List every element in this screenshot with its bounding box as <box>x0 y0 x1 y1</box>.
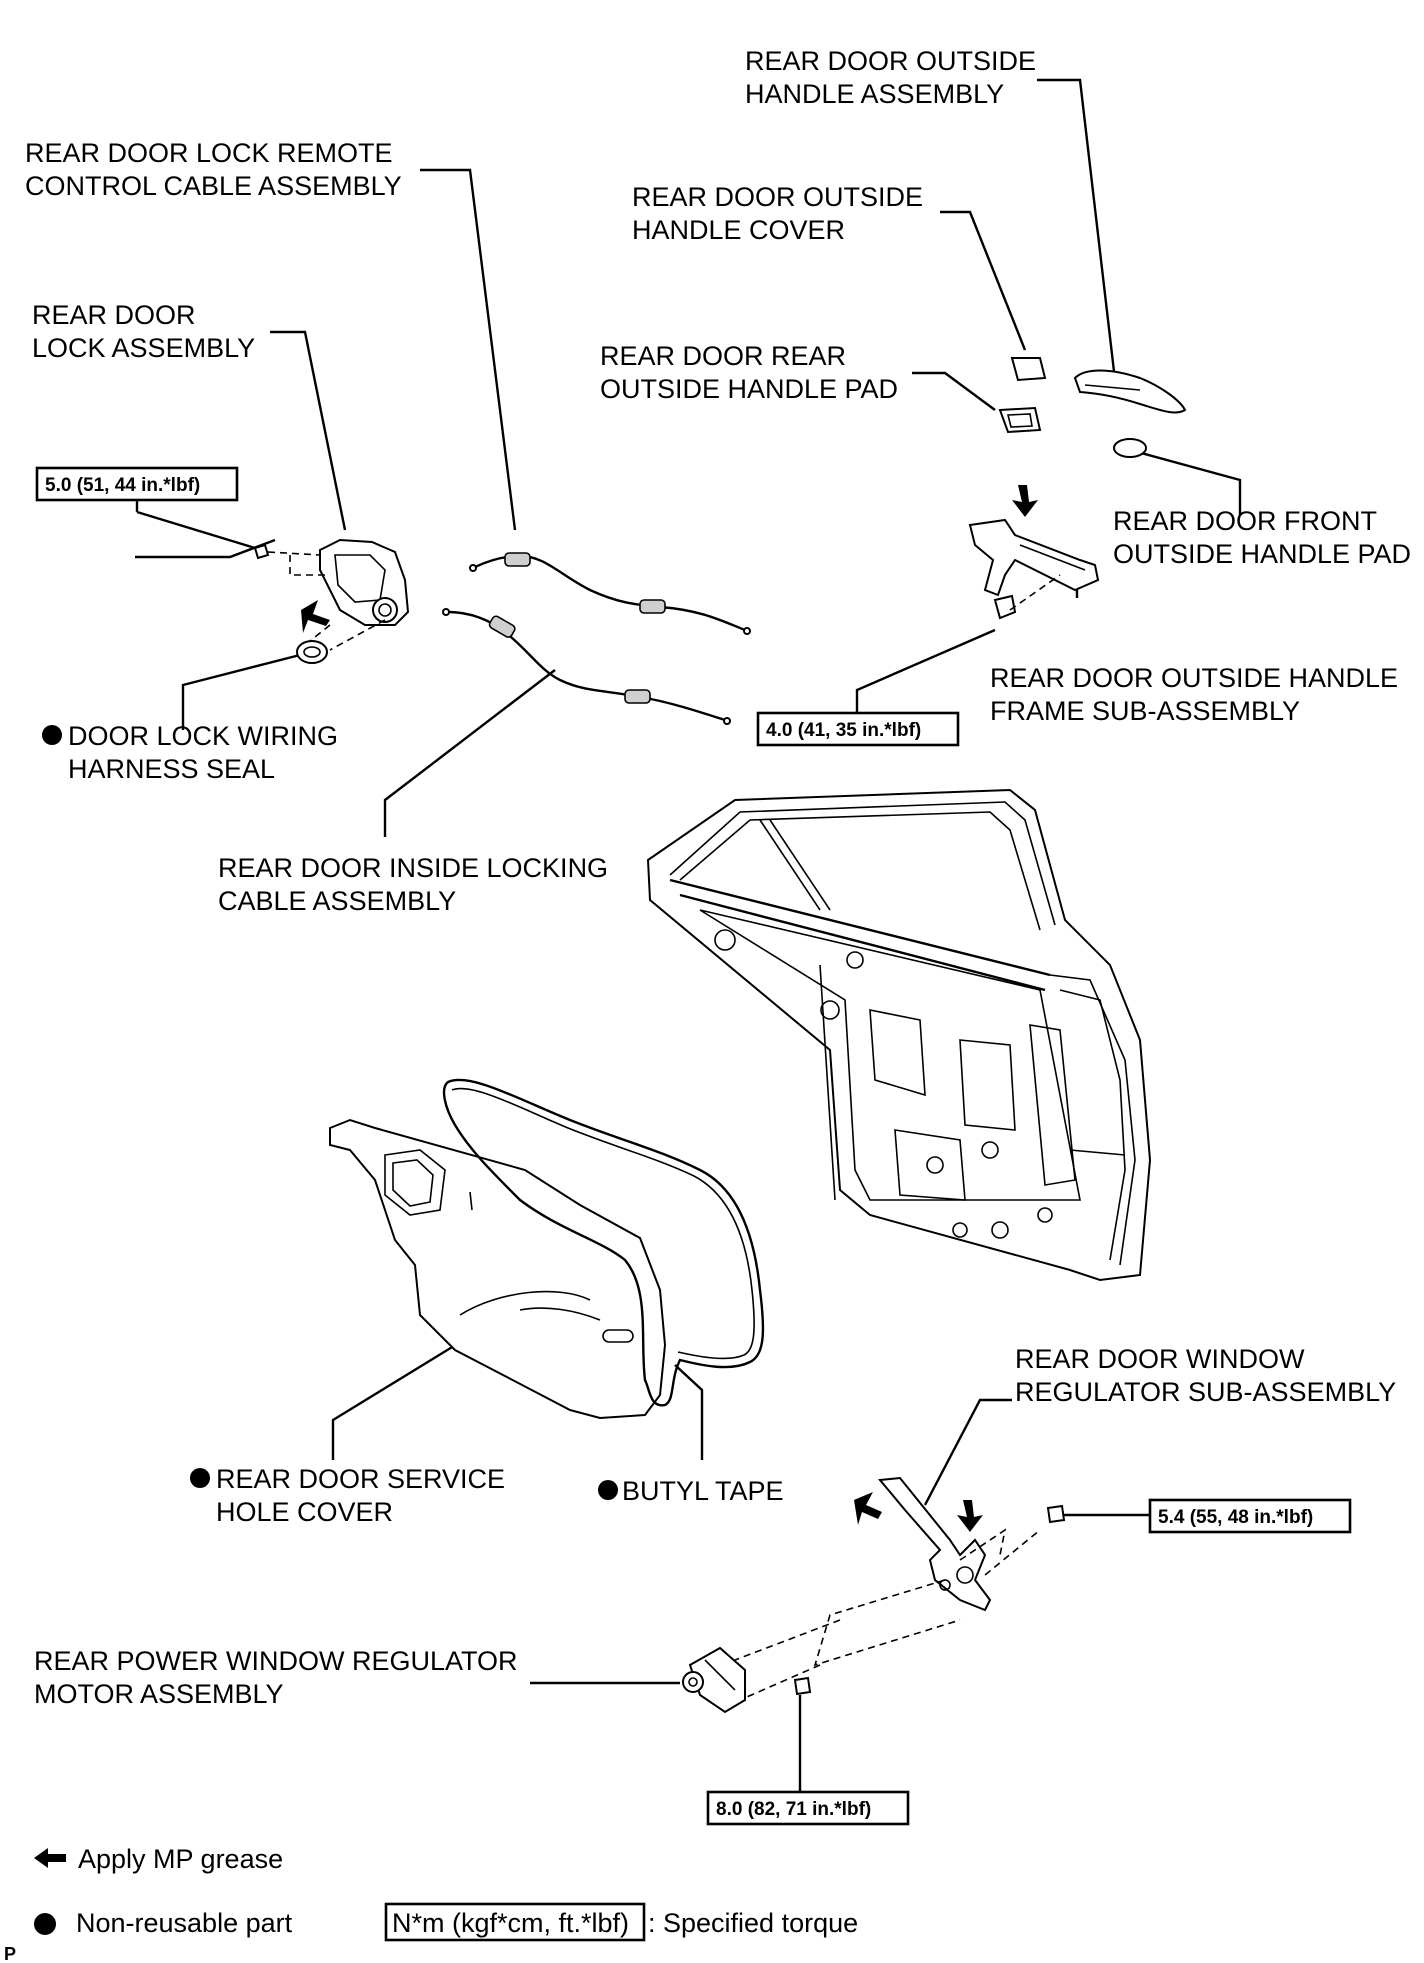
lock-screw-shape <box>253 543 270 560</box>
grease-arrow-icon <box>301 600 330 633</box>
label-harness-seal: DOOR LOCK WIRING HARNESS SEAL <box>68 721 346 784</box>
label-front-handle-pad: REAR DOOR FRONT OUTSIDE HANDLE PAD <box>1113 506 1411 569</box>
legend-torque-box <box>384 1902 646 1942</box>
grease-arrow-icon <box>957 1500 983 1532</box>
motor-bolt-shape <box>793 1676 812 1696</box>
label-rear-handle-pad: REAR DOOR REAR OUTSIDE HANDLE PAD <box>600 341 898 404</box>
label-butyl-tape: BUTYL TAPE <box>622 1476 784 1506</box>
nonreusable-dot-icon <box>598 1480 618 1500</box>
label-remote-cable: REAR DOOR LOCK REMOTE CONTROL CABLE ASSE… <box>25 138 402 201</box>
front-handle-pad-shape <box>1113 438 1147 458</box>
motor-shape <box>682 1646 746 1714</box>
handle-frame-shape <box>968 518 1100 620</box>
harness-seal-shape <box>296 640 328 664</box>
svg-text:8.0 (82, 71 in.*lbf): 8.0 (82, 71 in.*lbf) <box>716 1799 871 1820</box>
window-regulator-shape <box>734 1476 1041 1701</box>
legend-nonreusable: Non-reusable part <box>76 1908 293 1938</box>
regulator-bolt-shape <box>1046 1504 1066 1524</box>
legend-grease: Apply MP grease <box>78 1844 283 1874</box>
door-lock-assembly-shape <box>267 538 410 651</box>
svg-text:4.0 (41, 35 in.*lbf): 4.0 (41, 35 in.*lbf) <box>766 720 921 741</box>
remote-cable-shape <box>469 552 751 635</box>
label-inside-cable: REAR DOOR INSIDE LOCKING CABLE ASSEMBLY <box>218 853 616 916</box>
arrow-left-filled-icon <box>34 1848 66 1868</box>
corner-mark: P <box>4 1944 16 1963</box>
label-outside-handle-cover: REAR DOOR OUTSIDE HANDLE COVER <box>632 182 931 245</box>
svg-text:5.0 (51, 44 in.*lbf): 5.0 (51, 44 in.*lbf) <box>45 475 200 496</box>
legend-torque-desc: : Specified torque <box>648 1908 858 1938</box>
label-service-cover: REAR DOOR SERVICE HOLE COVER <box>216 1464 513 1527</box>
nonreusable-dot-icon <box>42 725 62 745</box>
label-outside-handle-assy: REAR DOOR OUTSIDE HANDLE ASSEMBLY <box>745 46 1044 109</box>
outside-handle-cover-shape <box>1010 357 1047 382</box>
torque-box-motor: 8.0 (82, 71 in.*lbf) <box>706 1790 910 1826</box>
filled-circle-icon <box>34 1913 56 1935</box>
legend-torque-unit: N*m (kgf*cm, ft.*lbf) <box>392 1908 629 1938</box>
torque-box-regulator: 5.4 (55, 48 in.*lbf) <box>1148 1498 1352 1534</box>
leader-lines <box>135 78 1242 1792</box>
rear-door-panel <box>646 788 1152 1282</box>
butyl-tape-shape <box>442 1078 765 1407</box>
label-motor: REAR POWER WINDOW REGULATOR MOTOR ASSEMB… <box>34 1646 525 1709</box>
service-hole-cover-shape <box>329 1118 667 1420</box>
label-regulator: REAR DOOR WINDOW REGULATOR SUB-ASSEMBLY <box>1015 1344 1396 1407</box>
outside-handle-shape <box>1073 369 1187 414</box>
legend: Apply MP grease Non-reusable part N*m (k… <box>34 1844 858 1942</box>
label-handle-frame: REAR DOOR OUTSIDE HANDLE FRAME SUB-ASSEM… <box>990 663 1406 726</box>
torque-box-handle-frame: 4.0 (41, 35 in.*lbf) <box>756 711 960 747</box>
label-lock-assy: REAR DOOR LOCK ASSEMBLY <box>32 300 255 363</box>
nonreusable-dot-icon <box>190 1468 210 1488</box>
grease-arrow-icon <box>1012 485 1038 517</box>
inside-cable-shape <box>442 608 731 725</box>
torque-box-lock: 5.0 (51, 44 in.*lbf) <box>35 466 239 502</box>
svg-text:5.4 (55, 48 in.*lbf): 5.4 (55, 48 in.*lbf) <box>1158 1507 1313 1528</box>
grease-arrow-icon <box>854 1492 882 1525</box>
rear-handle-pad-shape <box>998 406 1042 434</box>
